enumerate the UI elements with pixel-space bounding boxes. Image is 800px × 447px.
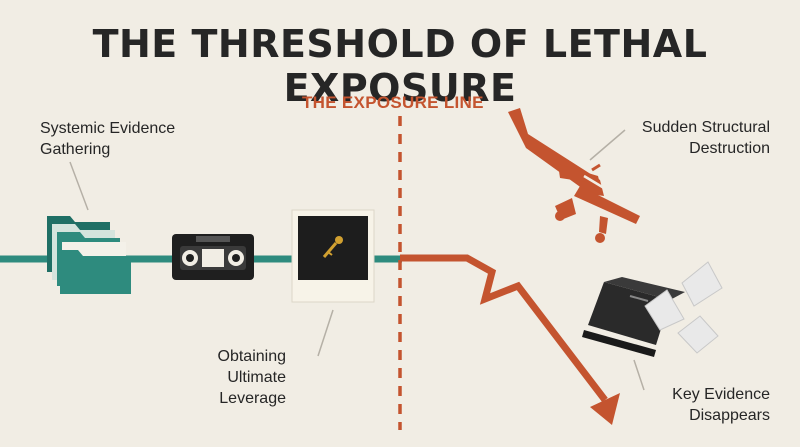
destruction-line2: Destruction [689, 140, 770, 157]
descending-arrow-path [400, 254, 608, 403]
disappears-line1: Key Evidence [672, 386, 770, 403]
plane-icon [508, 108, 640, 243]
leader-evidence [69, 161, 89, 211]
disappears-label: Key Evidence Disappears [630, 384, 770, 426]
leader-leverage [317, 309, 334, 357]
destruction-line1: Sudden Structural [641, 119, 770, 136]
evidence-gathering-label: Systemic Evidence Gathering [40, 118, 175, 160]
folders-icon [47, 216, 131, 294]
leverage-line3: Leverage [219, 390, 286, 407]
evidence-gathering-line1: Systemic Evidence [40, 120, 176, 137]
exposure-line-label: THE EXPOSURE LINE [302, 93, 484, 112]
page-title: THE THRESHOLD OF LETHAL EXPOSURE [92, 22, 708, 110]
leader-disappears [633, 359, 645, 391]
leverage-label: Obtaining Ultimate Leverage [186, 346, 287, 409]
papers-icon [644, 261, 723, 354]
arrowhead-icon [590, 393, 620, 425]
key-photo-icon [291, 209, 375, 303]
leverage-line2: Ultimate [227, 369, 286, 386]
leader-destruction [589, 129, 626, 161]
evidence-gathering-line2: Gathering [40, 141, 111, 158]
leverage-line1: Obtaining [217, 348, 287, 365]
videotape-icon [172, 234, 254, 280]
destruction-label: Sudden Structural Destruction [600, 117, 770, 159]
disappears-line2: Disappears [689, 407, 770, 424]
